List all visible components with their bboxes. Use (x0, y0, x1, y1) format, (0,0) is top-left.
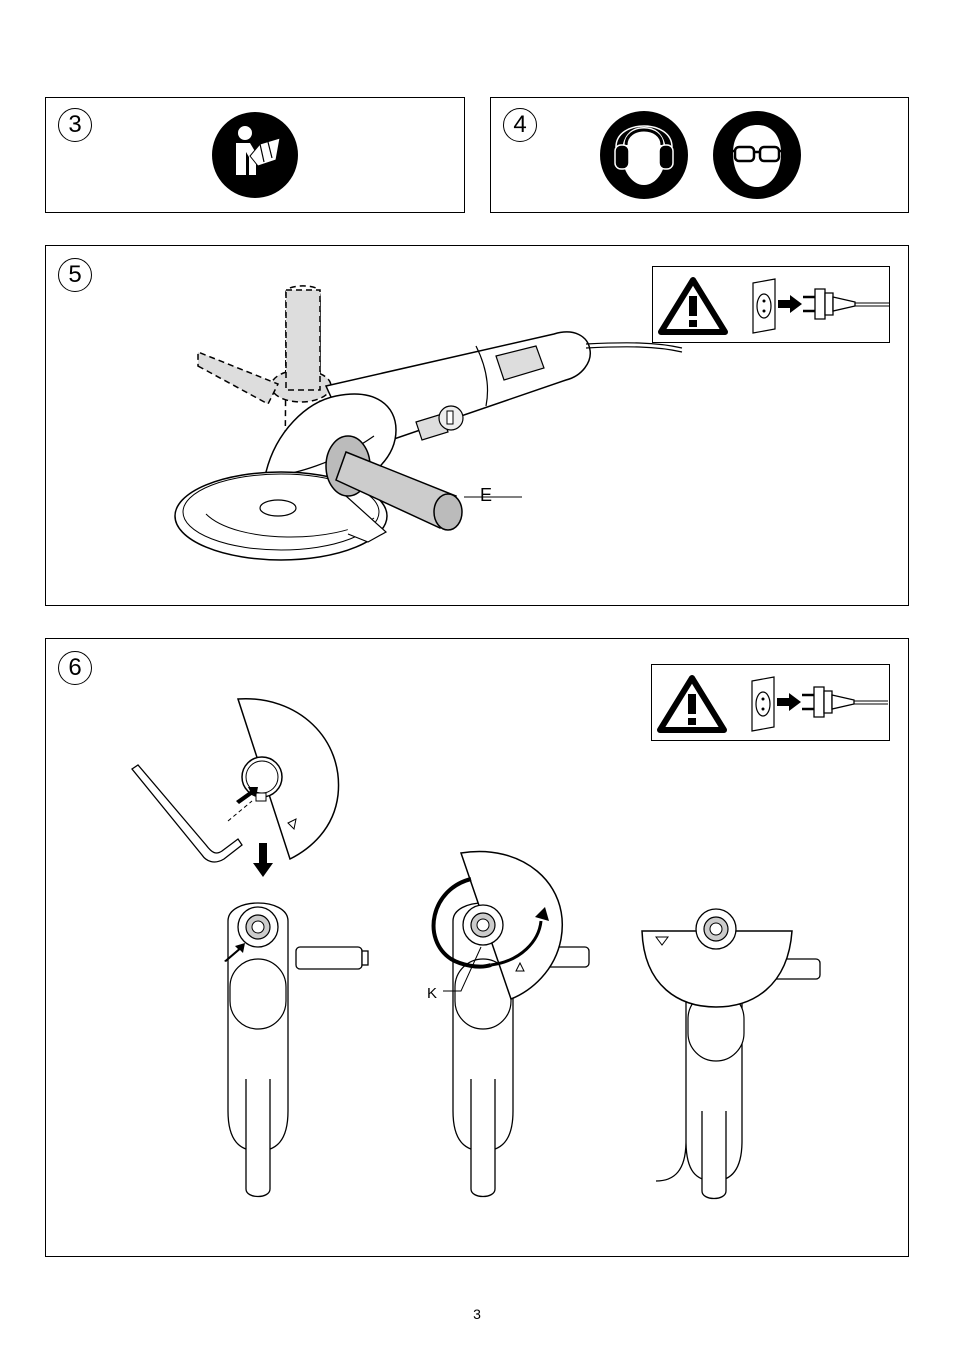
unplug-warning-box (651, 664, 890, 741)
figure-5-panel: 5 (45, 245, 909, 606)
socket-icon (751, 277, 777, 335)
eye-protection-icon (713, 111, 801, 199)
grinder-top-view-2 (431, 849, 631, 1199)
label-E: E (480, 485, 492, 506)
plug-icon (803, 285, 889, 325)
read-manual-icon (212, 112, 298, 198)
figure-number-4: 4 (503, 108, 537, 142)
plug-icon (802, 683, 888, 723)
figure-number-6: 6 (58, 651, 92, 685)
unplug-arrow-icon (778, 295, 802, 313)
unplug-arrow-icon (777, 693, 801, 711)
figure-3-panel: 3 (45, 97, 465, 213)
ear-protection-icon (600, 111, 688, 199)
figure-number-3: 3 (58, 108, 92, 142)
label-K: K (427, 985, 437, 1002)
figure-6-panel: 6 (45, 638, 909, 1257)
grinder-top-view-3 (638, 901, 838, 1221)
angle-grinder-illustration (166, 276, 686, 606)
page-number: 3 (0, 1306, 954, 1322)
unplug-warning-box (652, 266, 890, 343)
figure-4-panel: 4 (490, 97, 909, 213)
socket-icon (750, 675, 776, 733)
warning-triangle-icon (656, 674, 728, 734)
grinder-top-view-1 (216, 889, 416, 1219)
figure-number-5: 5 (58, 258, 92, 292)
